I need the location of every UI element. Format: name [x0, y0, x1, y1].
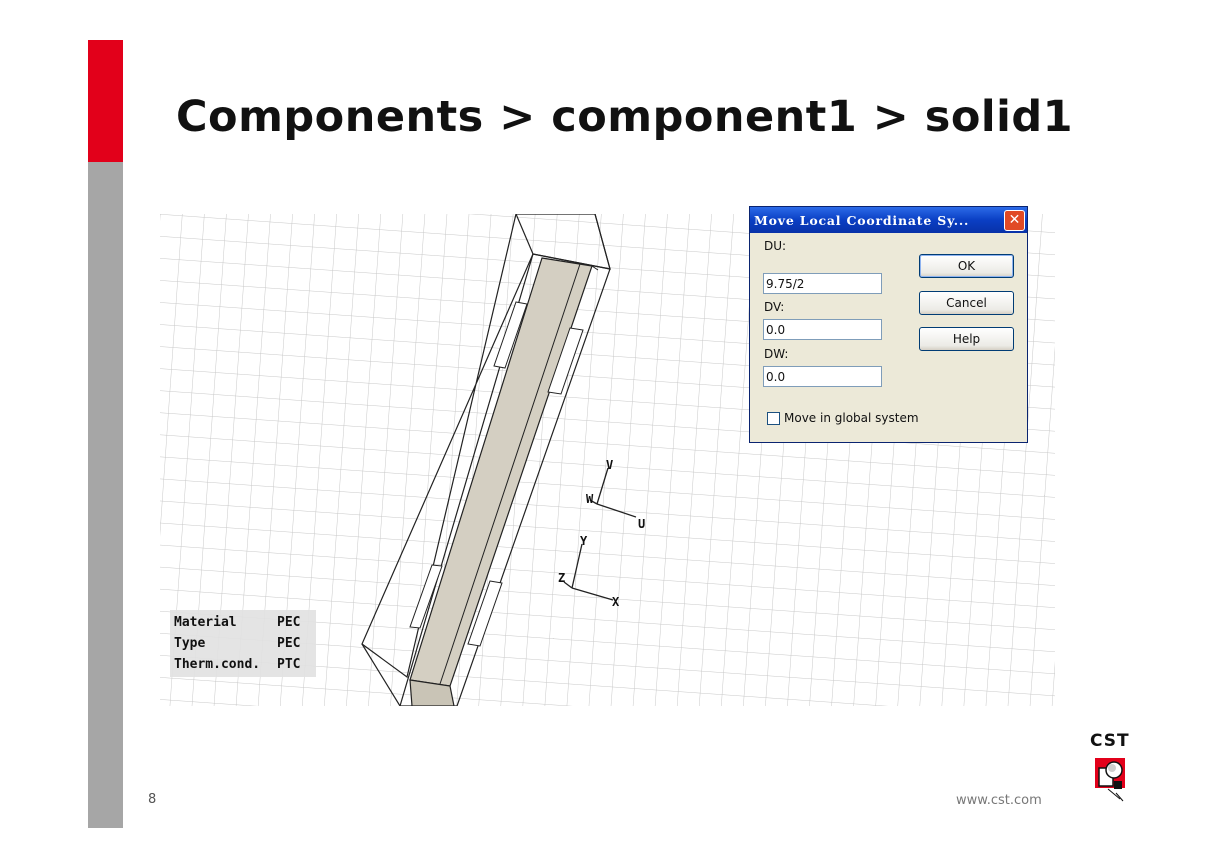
move-local-coordinate-dialog[interactable]: Move Local Coordinate Sy... ✕ DU: DV: DW…: [749, 206, 1028, 443]
help-button[interactable]: Help: [919, 327, 1014, 351]
dialog-titlebar[interactable]: Move Local Coordinate Sy... ✕: [750, 207, 1027, 233]
cst-logo-text: CST: [1090, 731, 1130, 751]
material-info-box: Material PEC Type PEC Therm.cond. PTC: [170, 610, 316, 677]
ok-button[interactable]: OK: [919, 254, 1014, 278]
checkbox-box[interactable]: [767, 411, 780, 425]
close-icon[interactable]: ✕: [1004, 209, 1025, 231]
dw-label: DW:: [764, 347, 789, 361]
info-key: Material: [174, 615, 237, 630]
info-row-material: Material PEC: [170, 612, 316, 633]
notches: [409, 301, 584, 647]
axis-label-w: W: [586, 492, 594, 506]
cancel-button[interactable]: Cancel: [919, 291, 1014, 315]
axis-label-z: Z: [558, 571, 566, 585]
accent-bar-red: [88, 40, 123, 162]
global-axes: [563, 543, 614, 601]
dialog-title: Move Local Coordinate Sy...: [754, 212, 970, 228]
info-key: Type: [174, 636, 206, 651]
info-row-therm-cond: Therm.cond. PTC: [170, 654, 316, 675]
accent-bar-grey: [88, 162, 123, 828]
wireframe-box: [361, 214, 611, 706]
dv-label: DV:: [764, 300, 785, 314]
axis-label-x: X: [612, 595, 620, 609]
slide-title: Components > component1 > solid1: [176, 92, 1074, 142]
axis-label-v: V: [606, 458, 614, 472]
page-number: 8: [148, 792, 157, 807]
info-value: PEC: [277, 615, 301, 630]
cst-logo-icon: [1095, 758, 1125, 802]
checkbox-label: Move in global system: [784, 411, 919, 425]
info-key: Therm.cond.: [174, 657, 261, 672]
info-value: PTC: [277, 657, 301, 672]
du-input[interactable]: [763, 273, 882, 294]
du-label: DU:: [764, 239, 787, 253]
local-axes: [589, 467, 637, 518]
dv-input[interactable]: [763, 319, 882, 340]
axis-label-y: Y: [580, 534, 588, 548]
move-in-global-system-checkbox[interactable]: Move in global system: [767, 411, 919, 425]
axis-label-u: U: [638, 517, 646, 531]
info-value: PEC: [277, 636, 301, 651]
info-row-type: Type PEC: [170, 633, 316, 654]
dw-input[interactable]: [763, 366, 882, 387]
solid1-shape: [409, 257, 599, 706]
footer-url: www.cst.com: [956, 793, 1042, 808]
